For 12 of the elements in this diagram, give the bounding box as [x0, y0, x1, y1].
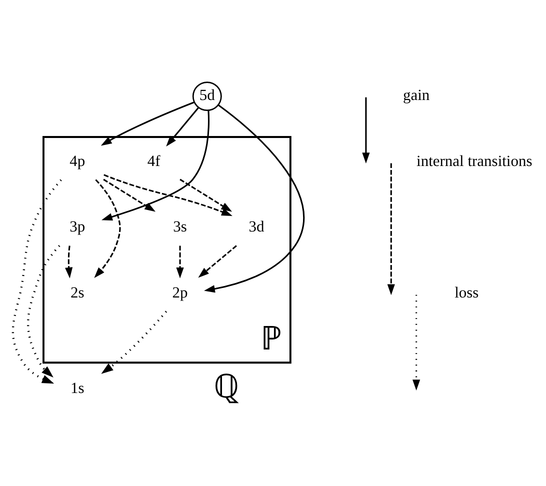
node-text: 4f — [147, 152, 160, 170]
node-text: 2p — [172, 284, 188, 302]
node-text: 3p — [70, 218, 86, 236]
legend-label: loss — [454, 284, 479, 302]
legend-label: gain — [402, 86, 430, 104]
legend-label: internal transitions — [416, 152, 532, 170]
node-text: 2s — [70, 284, 84, 302]
node-text: 1s — [70, 379, 84, 396]
label: ℚ — [214, 369, 240, 406]
node-text: 3s — [173, 218, 187, 236]
node-text: 3d — [248, 218, 264, 236]
node-text: 4p — [70, 152, 86, 170]
